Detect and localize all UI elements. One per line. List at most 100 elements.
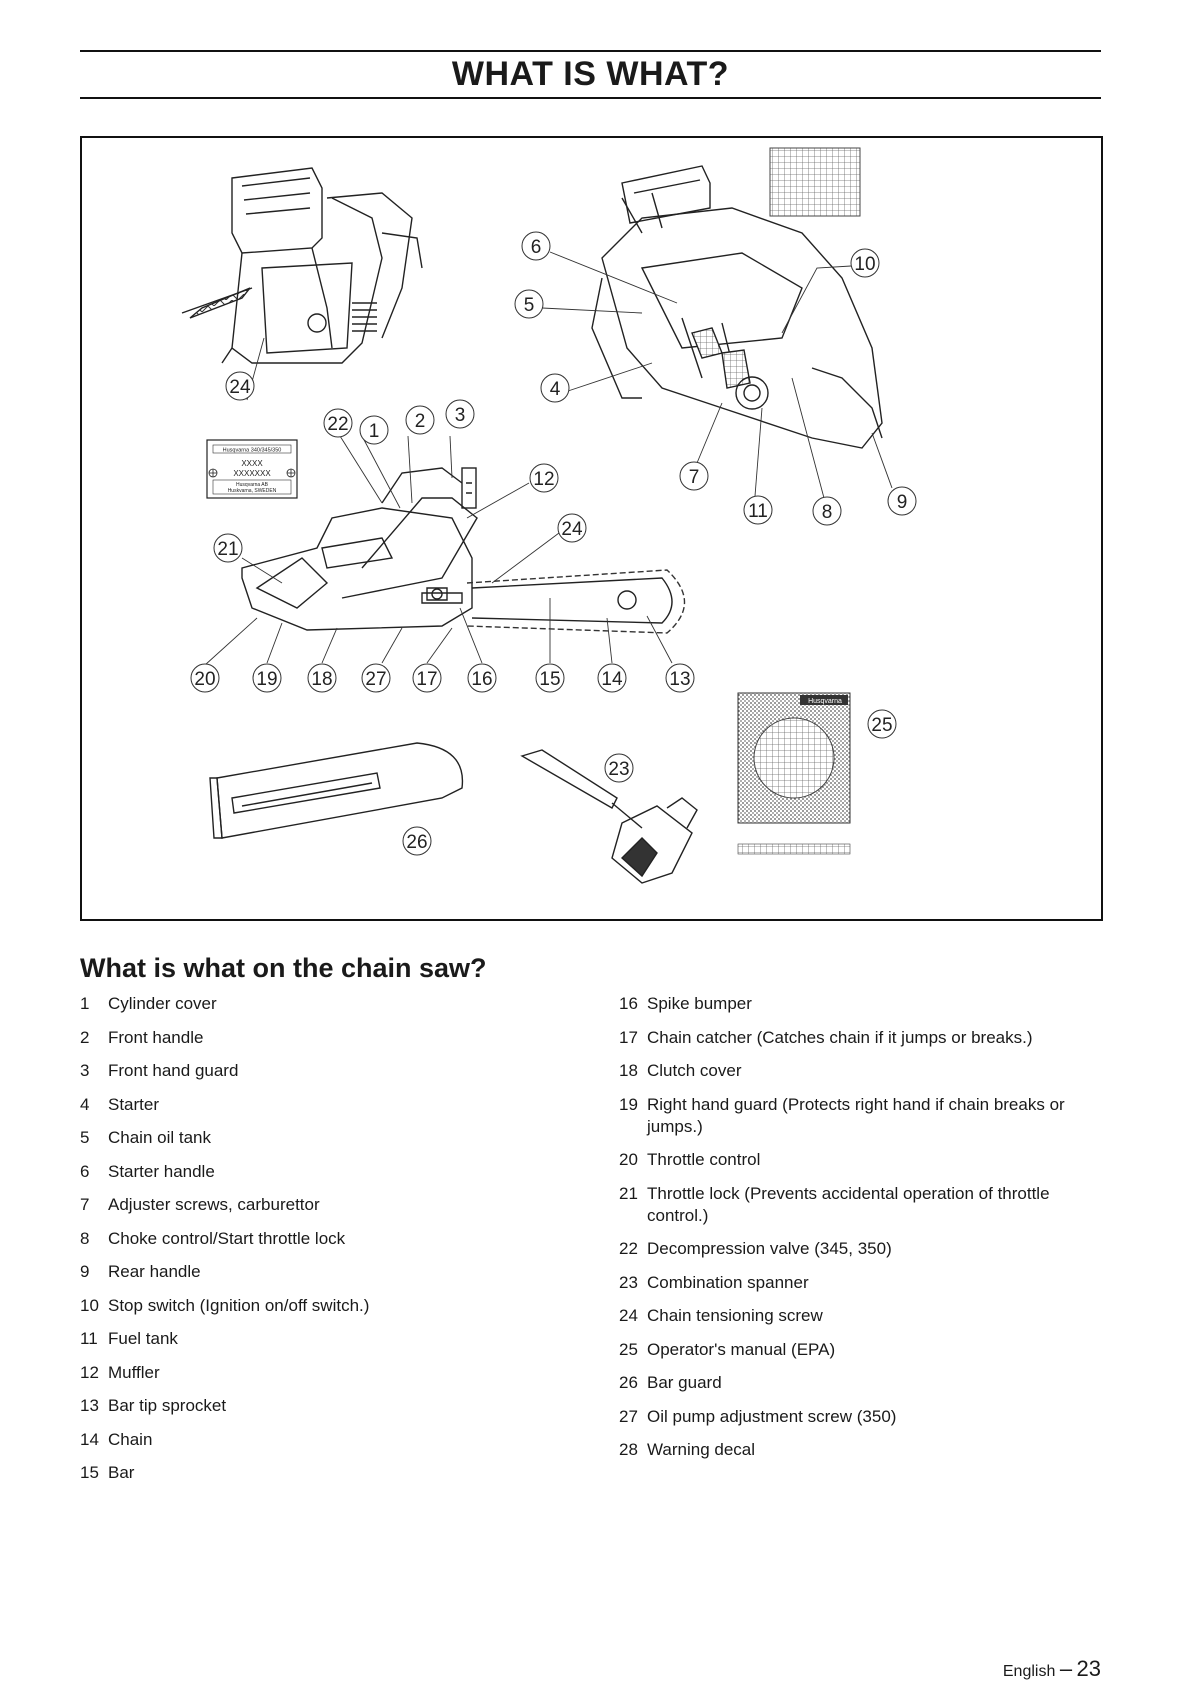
callout-9: 9 <box>888 487 916 515</box>
svg-text:11: 11 <box>748 501 768 522</box>
svg-text:21: 21 <box>217 539 238 560</box>
svg-text:18: 18 <box>311 669 332 690</box>
svg-text:14: 14 <box>601 669 623 690</box>
rating-plate-line2: XXXX <box>241 459 263 468</box>
svg-text:24: 24 <box>561 519 583 540</box>
callout-24-top: 24 <box>226 372 254 400</box>
svg-text:6: 6 <box>531 237 542 258</box>
svg-text:17: 17 <box>416 669 437 690</box>
section-heading: What is what on the chain saw? <box>80 953 487 984</box>
footer-language: English <box>1003 1663 1055 1680</box>
callout-3: 3 <box>446 400 474 428</box>
svg-text:15: 15 <box>539 669 560 690</box>
rating-plate-line1: Husqvarna 340/345/350 <box>223 448 282 454</box>
callout-1: 1 <box>360 416 388 444</box>
svg-text:4: 4 <box>550 379 561 400</box>
svg-text:3: 3 <box>455 405 466 426</box>
rating-plate-line5: Huskvarna, SWEDEN <box>228 488 277 494</box>
svg-text:26: 26 <box>406 832 427 853</box>
callout-5: 5 <box>515 290 543 318</box>
callout-18: 18 <box>308 664 336 692</box>
parts-diagram: Husqvarna 340/345/350 XXXX XXXXXXX Husqv… <box>80 136 1103 921</box>
callout-12: 12 <box>530 464 558 492</box>
callout-22: 22 <box>324 409 352 437</box>
page-title: WHAT IS WHAT? <box>80 54 1101 94</box>
svg-text:25: 25 <box>871 715 892 736</box>
callout-4: 4 <box>541 374 569 402</box>
callout-27: 27 <box>362 664 390 692</box>
svg-text:19: 19 <box>256 669 277 690</box>
bottom-rule <box>80 97 1101 99</box>
manual-brand: Husqvarna <box>808 698 842 705</box>
callout-19: 19 <box>253 664 281 692</box>
footer-separator: – <box>1060 1656 1072 1681</box>
page-footer: English – 23 <box>1003 1656 1101 1682</box>
callout-2: 2 <box>406 406 434 434</box>
operators-manual: Husqvarna <box>738 693 850 854</box>
list-item: 19Right hand guard (Protects right hand … <box>619 1094 1099 1138</box>
svg-text:27: 27 <box>365 669 386 690</box>
svg-text:22: 22 <box>327 414 348 435</box>
callout-13: 13 <box>666 664 694 692</box>
parts-diagram-svg: Husqvarna 340/345/350 XXXX XXXXXXX Husqv… <box>82 138 1101 919</box>
svg-text:20: 20 <box>194 669 215 690</box>
callout-26: 26 <box>403 827 431 855</box>
callout-17: 17 <box>413 664 441 692</box>
callout-16: 16 <box>468 664 496 692</box>
callout-8: 8 <box>813 497 841 525</box>
list-item: 25Operator's manual (EPA) <box>619 1339 1099 1361</box>
svg-text:13: 13 <box>669 669 690 690</box>
callout-11: 11 <box>744 496 772 524</box>
saw-side-view <box>242 468 685 633</box>
saw-front-view <box>182 168 422 363</box>
svg-text:2: 2 <box>415 411 426 432</box>
svg-text:5: 5 <box>524 295 535 316</box>
callout-6: 6 <box>522 232 550 260</box>
svg-text:7: 7 <box>689 467 700 488</box>
svg-text:16: 16 <box>471 669 492 690</box>
leader-lines <box>205 252 892 665</box>
callout-7: 7 <box>680 462 708 490</box>
list-item: 12Muffler <box>80 1362 580 1384</box>
callout-23: 23 <box>605 754 633 782</box>
svg-text:1: 1 <box>369 421 380 442</box>
rating-plate-line3: XXXXXXX <box>233 469 271 478</box>
saw-starter-side <box>592 148 882 448</box>
svg-text:12: 12 <box>533 469 554 490</box>
svg-text:9: 9 <box>897 492 908 513</box>
callout-25: 25 <box>868 710 896 738</box>
callout-10: 10 <box>851 249 879 277</box>
svg-text:10: 10 <box>854 254 875 275</box>
callout-24-middle: 24 <box>558 514 586 542</box>
svg-text:23: 23 <box>608 759 629 780</box>
svg-text:8: 8 <box>822 502 833 523</box>
svg-text:24: 24 <box>229 377 251 398</box>
callout-14: 14 <box>598 664 626 692</box>
top-rule <box>80 50 1101 52</box>
page-number: 23 <box>1077 1656 1101 1681</box>
